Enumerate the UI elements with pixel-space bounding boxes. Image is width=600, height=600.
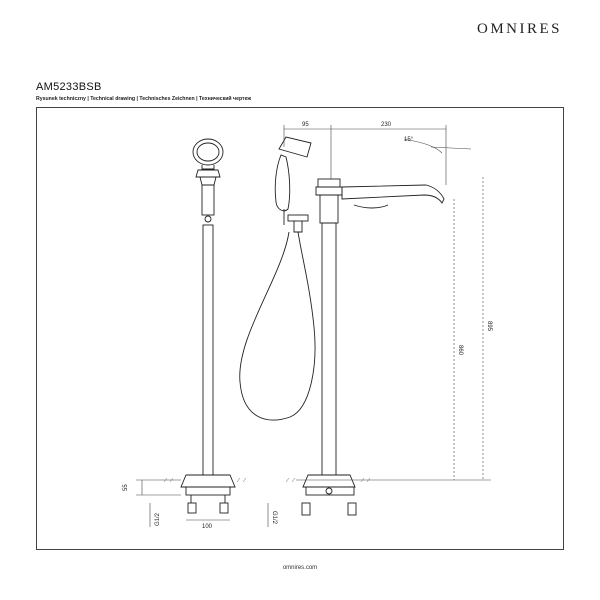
dim-95: 95 <box>302 122 309 128</box>
technical-drawing: 95 230 15° 860 895 55 100 G1/2 G1/2 <box>123 122 492 530</box>
dim-angle: 15° <box>404 137 414 143</box>
footer-url[interactable]: omnires.com <box>282 565 318 571</box>
product-code: AM5233BSB <box>36 81 102 93</box>
drawing-subtitle: Rysunek techniczny | Technical drawing |… <box>36 96 252 102</box>
dim-230: 230 <box>381 122 392 128</box>
front-view <box>180 138 236 514</box>
side-view <box>239 136 445 516</box>
dimension-lines <box>136 125 491 527</box>
dim-g12-left: G1/2 <box>155 512 161 526</box>
dim-895: 895 <box>486 321 492 332</box>
dim-860: 860 <box>457 345 463 356</box>
drawing-frame <box>36 107 564 550</box>
dim-100: 100 <box>202 524 213 530</box>
brand-logo: OMNIRES <box>476 21 562 37</box>
dim-g12-right: G1/2 <box>271 511 277 525</box>
dim-55: 55 <box>123 484 129 491</box>
floor-hatching <box>163 477 371 483</box>
